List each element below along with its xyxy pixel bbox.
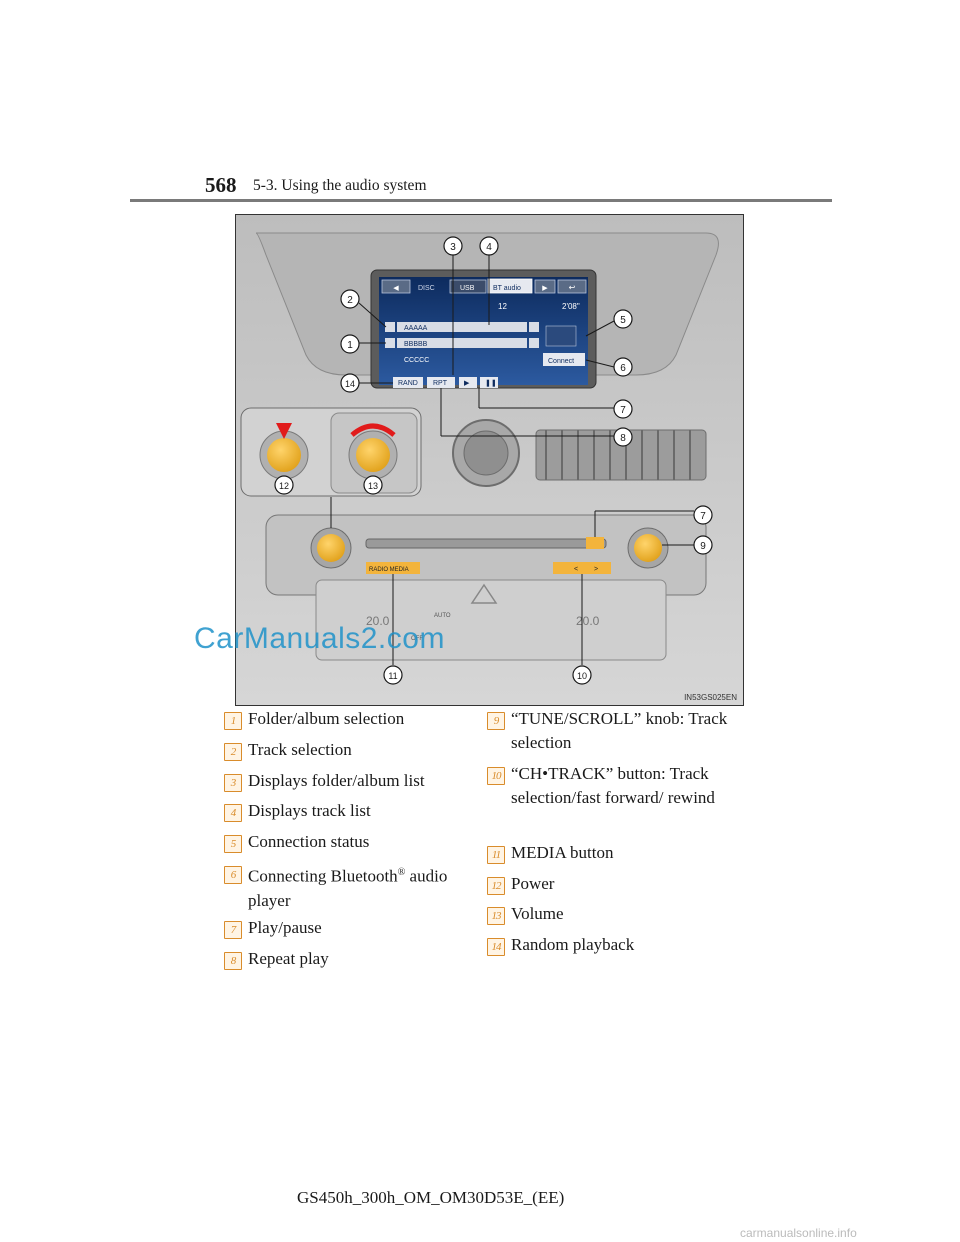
hazard-icon bbox=[470, 583, 498, 604]
tab-bt-audio: BT audio bbox=[493, 285, 521, 292]
legend-number-badge: 12 bbox=[487, 877, 505, 895]
legend-number-badge: 13 bbox=[487, 907, 505, 925]
legend-text: Folder/album selection bbox=[248, 709, 405, 728]
track-number: 12 bbox=[498, 302, 507, 311]
watermark: CarManuals2.com bbox=[194, 622, 445, 655]
legend-number-badge: 1 bbox=[224, 712, 242, 730]
callout-12: 12 bbox=[279, 481, 289, 491]
connect-button-label: Connect bbox=[548, 358, 574, 365]
svg-text:14: 14 bbox=[345, 379, 355, 389]
legend-text: Connection status bbox=[248, 832, 370, 851]
legend-text: Connecting Bluetooth® audio player bbox=[248, 861, 484, 913]
tab-disc: DISC bbox=[418, 285, 435, 292]
legend-number-badge: 6 bbox=[224, 866, 242, 884]
header-rule bbox=[130, 199, 832, 202]
callout-11: 11 bbox=[388, 671, 397, 681]
page-number: 568 bbox=[205, 173, 237, 197]
legend-text: “TUNE/SCROLL” knob: Track selection bbox=[511, 709, 728, 752]
callout-9: 9 bbox=[700, 541, 706, 552]
artist-name: CCCCC bbox=[404, 357, 429, 364]
svg-text:↩: ↩ bbox=[569, 283, 576, 292]
legend-text: Displays track list bbox=[248, 801, 371, 820]
track-name: BBBBB bbox=[404, 341, 428, 348]
legend-text-part: Connecting Bluetooth bbox=[248, 866, 398, 886]
legend-text: Play/pause bbox=[248, 918, 322, 937]
callout-7b: 7 bbox=[700, 511, 706, 522]
legend-number-badge: 9 bbox=[487, 712, 505, 730]
legend-number-badge: 8 bbox=[224, 952, 242, 970]
track-time: 2'08" bbox=[562, 302, 580, 311]
legend-text: Repeat play bbox=[248, 949, 329, 968]
legend-number-badge: 10 bbox=[487, 767, 505, 785]
rand-button-label: RAND bbox=[398, 380, 418, 387]
footer-watermark: carmanualsonline.info bbox=[740, 1226, 857, 1240]
folder-name: AAAAA bbox=[404, 325, 428, 332]
legend-number-badge: 2 bbox=[224, 743, 242, 761]
callout-13: 13 bbox=[368, 481, 378, 491]
legend-text: Random playback bbox=[511, 935, 635, 954]
section-title: 5-3. Using the audio system bbox=[253, 177, 427, 194]
radio-media-label: RADIO MEDIA bbox=[369, 567, 409, 573]
legend-number-badge: 14 bbox=[487, 938, 505, 956]
legend-number-badge: 4 bbox=[224, 804, 242, 822]
legend-number-badge: 7 bbox=[224, 921, 242, 939]
svg-text:❚❚: ❚❚ bbox=[485, 379, 497, 387]
callout-10: 10 bbox=[577, 671, 587, 681]
auto-label: AUTO bbox=[434, 613, 451, 619]
svg-text:<: < bbox=[574, 566, 578, 573]
svg-text:▶: ▶ bbox=[542, 285, 548, 292]
legend-text: Power bbox=[511, 874, 555, 893]
callout-5: 5 bbox=[620, 315, 626, 326]
legend-text: “CH•TRACK” button: Track selection/fast … bbox=[511, 764, 715, 807]
legend-text: Track selection bbox=[248, 740, 352, 759]
registered-mark: ® bbox=[397, 867, 406, 878]
legend-number-badge: 3 bbox=[224, 774, 242, 792]
callout-8: 8 bbox=[620, 433, 626, 444]
audio-system-figure: ◀ DISC USB BT audio ▶ ↩ 12 2'08" AAAAA B… bbox=[235, 214, 744, 706]
svg-text:>: > bbox=[594, 566, 598, 573]
svg-text:◀: ◀ bbox=[393, 285, 399, 292]
legend-text: Displays folder/album list bbox=[248, 771, 425, 790]
rpt-button-label: RPT bbox=[433, 380, 448, 387]
callout-4: 4 bbox=[486, 242, 492, 253]
callout-2: 2 bbox=[347, 295, 353, 306]
audio-panel-illustration: ◀ DISC USB BT audio ▶ ↩ 12 2'08" AAAAA B… bbox=[236, 215, 743, 705]
legend-text: Volume bbox=[511, 904, 564, 923]
legend-text-part: audio player bbox=[248, 866, 448, 910]
legend-number-badge: 5 bbox=[224, 835, 242, 853]
legend-text: MEDIA button bbox=[511, 843, 614, 862]
callout-6: 6 bbox=[620, 363, 626, 374]
temp-left: 20.0 bbox=[366, 614, 390, 628]
callout-7: 7 bbox=[620, 405, 626, 416]
legend-number-badge: 11 bbox=[487, 846, 505, 864]
temp-right: 20.0 bbox=[576, 614, 600, 628]
footer-code: GS450h_300h_OM_OM30D53E_(EE) bbox=[297, 1188, 565, 1207]
figure-code: IN53GS025EN bbox=[684, 693, 737, 702]
tab-usb: USB bbox=[460, 285, 475, 292]
callout-1: 1 bbox=[347, 340, 353, 351]
off-label: OFF bbox=[411, 636, 423, 642]
svg-text:▶: ▶ bbox=[464, 380, 470, 387]
callout-3: 3 bbox=[450, 242, 456, 253]
